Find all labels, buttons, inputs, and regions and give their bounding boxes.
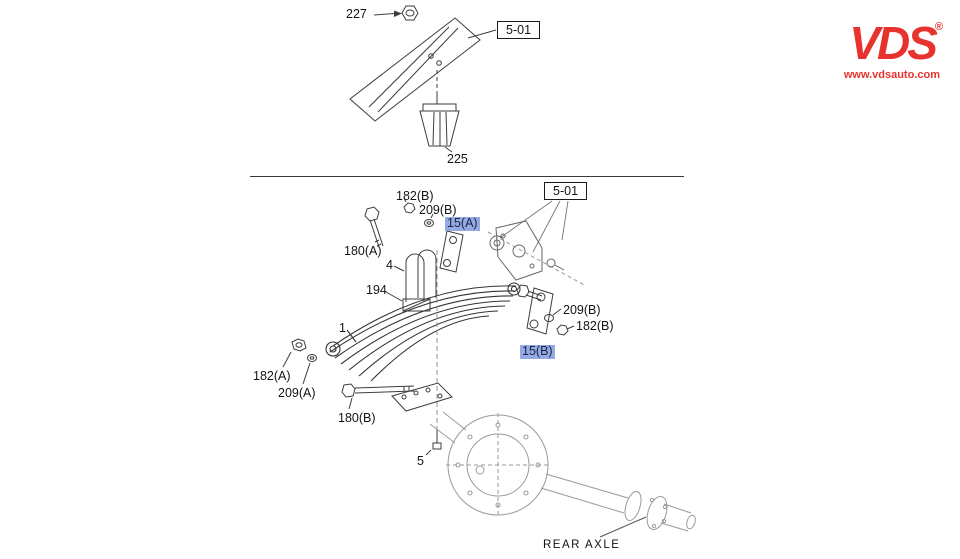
bump-stop-drawing xyxy=(419,94,460,153)
rear-axle-caption: REAR AXLE xyxy=(543,539,621,551)
bolt-180a-drawing xyxy=(364,206,384,248)
rear-axle-drawing xyxy=(429,411,696,532)
callout-182b-rear: 182(B) xyxy=(576,319,614,333)
callout-225: 225 xyxy=(447,152,468,166)
leaf-spring-drawing xyxy=(325,282,521,382)
brand-website: www.vdsauto.com xyxy=(843,68,940,81)
axle-seat-plate-drawing xyxy=(391,382,453,412)
callout-15a-highlighted[interactable]: 15(A) xyxy=(445,216,480,231)
callout-182b-upper: 182(B) xyxy=(396,189,434,203)
brand-logo-text: VDS® xyxy=(849,17,943,69)
ref-box-top[interactable]: 5-01 xyxy=(497,21,541,39)
registered-mark-icon: ® xyxy=(934,21,943,33)
frame-rail-drawing xyxy=(349,17,497,122)
u-bolt-drawing xyxy=(393,249,437,302)
callout-15b-highlighted[interactable]: 15(B) xyxy=(520,344,555,359)
callout-182a: 182(A) xyxy=(253,369,291,383)
callout-180a: 180(A) xyxy=(344,244,382,258)
callout-4: 4 xyxy=(386,258,393,272)
center-bolt-drawing xyxy=(425,430,442,456)
callout-209b-rear: 209(B) xyxy=(563,303,601,317)
spring-seat-drawing xyxy=(385,291,431,312)
callout-180b: 180(B) xyxy=(338,411,376,425)
washer-209a-icon xyxy=(302,354,317,385)
callout-209b-upper: 209(B) xyxy=(419,203,457,217)
callout-arrow-227 xyxy=(373,10,402,17)
callout-209a: 209(A) xyxy=(278,386,316,400)
bolt-180b-drawing xyxy=(341,383,415,410)
callout-5: 5 xyxy=(417,454,424,468)
callout-194: 194 xyxy=(366,283,387,297)
brand-logo: VDS® www.vdsauto.com xyxy=(843,17,943,81)
shackle-15a-drawing xyxy=(439,230,464,273)
washer-209b-upper-icon xyxy=(424,213,434,227)
frame-bracket-drawing xyxy=(487,220,587,287)
callout-1: 1 xyxy=(339,321,346,335)
nut-227-icon xyxy=(401,5,419,21)
ref-box-bottom[interactable]: 5-01 xyxy=(544,182,588,200)
nut-182a-icon xyxy=(282,338,307,368)
section-divider xyxy=(250,176,684,177)
callout-227: 227 xyxy=(346,7,367,21)
nut-182b-upper-icon xyxy=(403,197,416,214)
rear-axle-leader xyxy=(599,516,647,538)
ref-leader-lines xyxy=(499,200,569,253)
rear-shackle-drawing xyxy=(516,284,575,336)
